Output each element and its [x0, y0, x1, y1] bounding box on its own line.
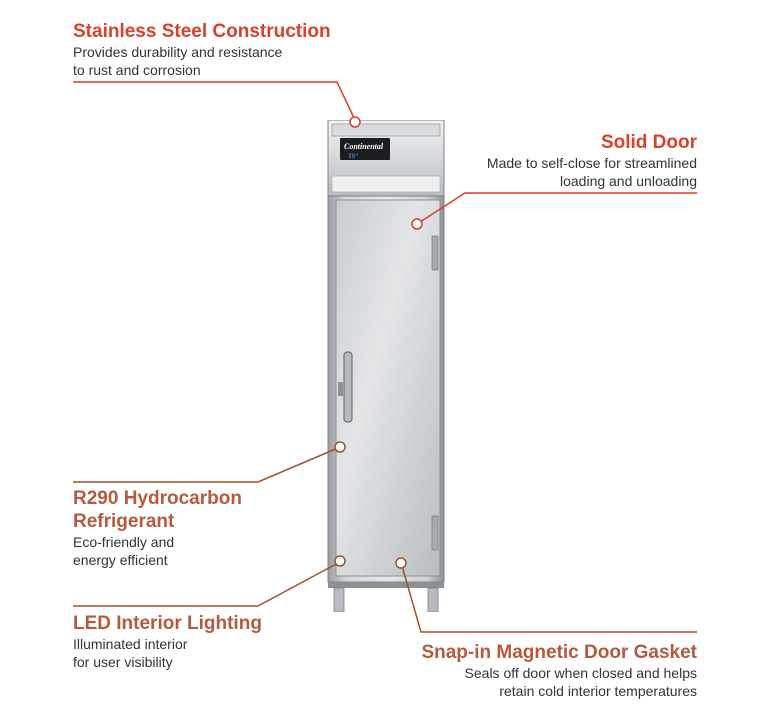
left-leg: [333, 587, 345, 612]
callout-title: Snap-in Magnetic Door Gasket: [421, 642, 697, 663]
solid-door-leader: [419, 192, 697, 223]
callout-description-line: Made to self-close for streamlined: [486, 155, 697, 171]
callout-refrigerant: R290 Hydrocarbon Refrigerant Eco-friendl…: [73, 487, 242, 569]
bottom-hinge: [431, 515, 439, 551]
solid-door-marker: [411, 218, 423, 230]
callout-title: Refrigerant: [73, 511, 175, 532]
right-leg: [427, 587, 439, 612]
brand-logo: Continental: [344, 142, 384, 151]
callout-title: LED Interior Lighting: [73, 613, 262, 634]
callout-description-line: retain cold interior temperatures: [499, 683, 697, 699]
door-lock: [338, 382, 343, 396]
callout-description-line: for user visibility: [73, 654, 173, 670]
gasket-marker: [395, 557, 407, 569]
door-handle: [343, 351, 353, 423]
callout-solid-door: Solid Door Made to self-close for stream…: [487, 131, 697, 190]
callout-title: Stainless Steel Construction: [73, 21, 331, 42]
callout-led-lighting: LED Interior Lighting Illuminated interi…: [73, 612, 262, 671]
stainless-leader: [73, 81, 356, 121]
temperature-display: 38°: [348, 153, 359, 160]
kick-plate: [328, 582, 444, 588]
callout-title: Solid Door: [600, 132, 697, 153]
led-leader: [73, 562, 339, 607]
control-panel: [340, 138, 390, 160]
refrigerant-marker: [334, 441, 346, 453]
refrigerant-leader: [73, 447, 339, 483]
callout-description-line: Seals off door when closed and helps: [464, 665, 697, 681]
top-hinge: [431, 235, 439, 271]
solid-door: [335, 199, 441, 577]
gasket-leader: [401, 565, 697, 633]
stainless-marker: [349, 116, 361, 128]
callout-description-line: loading and unloading: [559, 173, 697, 189]
callout-description-line: to rust and corrosion: [73, 62, 201, 78]
callout-description-line: energy efficient: [73, 552, 168, 568]
callout-description-line: Eco-friendly and: [73, 534, 175, 550]
callout-stainless-steel: Stainless Steel Construction Provides du…: [73, 20, 331, 79]
callout-description-line: Provides durability and resistance: [73, 44, 283, 60]
callout-description-line: Illuminated interior: [73, 636, 188, 652]
led-marker: [334, 555, 346, 567]
lower-grille: [331, 175, 441, 193]
refrigerator-illustration: Continental 38°: [327, 120, 445, 612]
callout-door-gasket: Snap-in Magnetic Door Gasket Seals off d…: [421, 641, 697, 700]
callout-title: R290 Hydrocarbon: [73, 488, 242, 509]
top-grille: [331, 123, 441, 137]
